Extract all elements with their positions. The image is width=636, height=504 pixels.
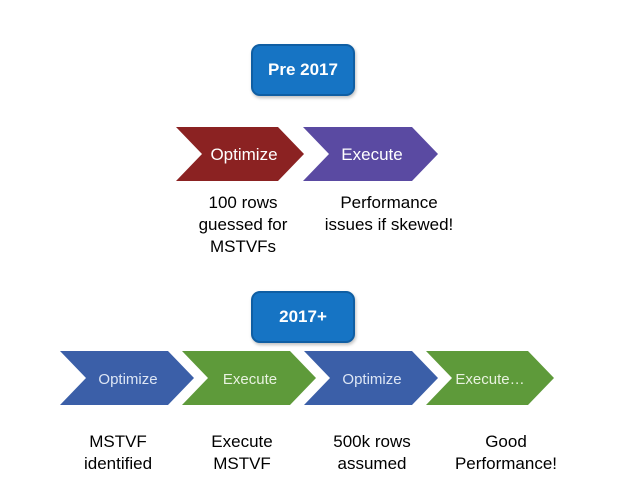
post-chevron-optimize-2-label: Optimize (342, 371, 401, 388)
2017-plus-badge: 2017+ (251, 291, 355, 343)
pre-caption-optimize: 100 rows guessed for MSTVFs (198, 193, 288, 256)
pre-chevron-execute-label: Execute (341, 145, 402, 164)
post-chevron-execute-2: Execute… (426, 351, 554, 405)
post-caption-3: 500k rows assumed (333, 432, 411, 473)
post-chevron-execute-2-label: Execute… (455, 371, 524, 388)
pre-caption-execute: Performance issues if skewed! (324, 193, 454, 234)
pre-2017-badge: Pre 2017 (251, 44, 355, 96)
pre-chevron-optimize: Optimize (176, 127, 304, 181)
2017-plus-badge-label: 2017+ (279, 307, 327, 326)
post-caption-4: Good Performance! (454, 432, 558, 473)
post-caption-1: MSTVF identified (83, 432, 153, 473)
pre-chevron-optimize-label: Optimize (210, 145, 277, 164)
post-chevron-execute-1: Execute (182, 351, 316, 405)
post-chevron-optimize-2: Optimize (304, 351, 438, 405)
post-chevron-optimize-1-label: Optimize (98, 371, 157, 388)
pre-2017-badge-label: Pre 2017 (268, 60, 338, 79)
post-chevron-optimize-1: Optimize (60, 351, 194, 405)
post-caption-2: Execute MSTVF (211, 432, 273, 473)
pre-chevron-execute: Execute (303, 127, 438, 181)
post-chevron-execute-1-label: Execute (223, 371, 277, 388)
